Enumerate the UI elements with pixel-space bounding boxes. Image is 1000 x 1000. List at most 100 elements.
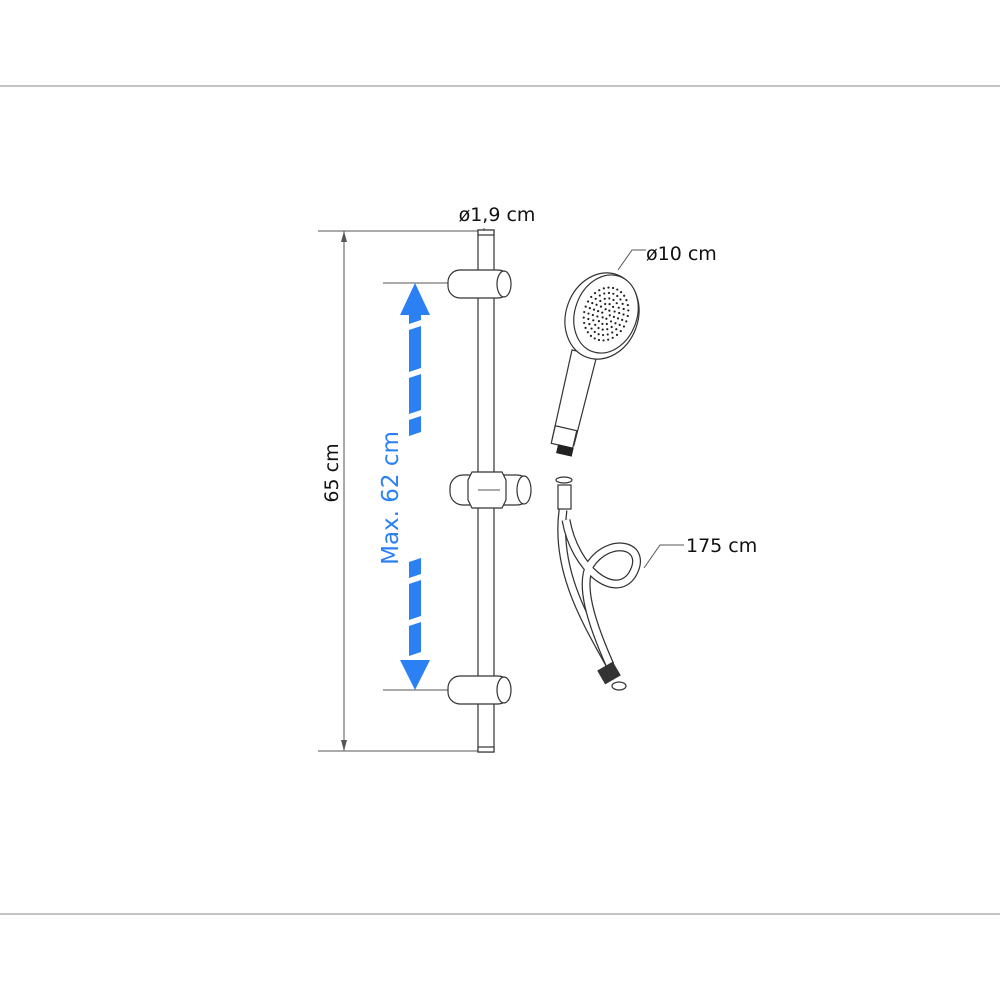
nozzle-dot	[607, 338, 610, 341]
nozzle-dot	[598, 289, 601, 292]
nozzle-dot	[605, 322, 608, 326]
nozzle-dot	[601, 328, 604, 331]
nozzle-dot	[621, 318, 624, 321]
nozzle-dot	[586, 300, 590, 303]
sliding-holder	[449, 471, 532, 509]
nozzle-dot	[610, 325, 613, 329]
nozzle-dot	[627, 309, 630, 312]
nozzle-dot	[611, 286, 615, 290]
nozzle-dot	[612, 298, 615, 302]
nozzle-dot	[607, 286, 610, 289]
nozzle-dot	[618, 323, 621, 327]
hose-length-label: 175 cm	[686, 535, 757, 557]
nozzle-dot	[615, 302, 618, 305]
hose-length-leader	[643, 544, 684, 569]
nozzle-dot	[626, 314, 629, 318]
nozzle-dot	[597, 326, 600, 330]
nozzle-dot	[587, 317, 590, 321]
nozzle-dot	[614, 322, 617, 325]
nozzle-dot	[612, 315, 615, 318]
nozzle-dot	[598, 294, 601, 297]
nozzle-dot	[603, 297, 606, 300]
nozzle-dot	[593, 292, 597, 295]
nozzle-dot	[592, 319, 595, 322]
nozzle-dot	[596, 315, 599, 318]
nozzle-dot	[593, 330, 596, 334]
nozzle-dot	[597, 320, 601, 323]
nozzle-dot	[588, 307, 591, 310]
nozzle-dot	[625, 320, 628, 323]
nozzle-dot	[599, 299, 602, 303]
nozzle-dot	[615, 333, 619, 336]
nozzle-grid	[582, 286, 630, 342]
height-label: 65 cm	[321, 443, 343, 502]
nozzle-dot	[601, 333, 605, 337]
nozzle-dot	[619, 329, 622, 333]
adjust-range-label: Max. 62 cm	[378, 431, 404, 565]
nozzle-dot	[622, 325, 626, 328]
nozzle-dot	[605, 317, 608, 320]
nozzle-dot	[604, 308, 607, 311]
adjust-range-arrow	[400, 283, 430, 690]
height-dimension	[318, 230, 484, 752]
nozzle-dot	[601, 316, 604, 319]
hand-shower	[550, 272, 640, 457]
nozzle-dot	[590, 327, 593, 330]
nozzle-dot	[622, 313, 625, 316]
bottom-wall-bracket	[447, 675, 512, 705]
nozzle-dot	[611, 305, 615, 308]
nozzle-dot	[602, 287, 605, 290]
nozzle-dot	[594, 297, 597, 300]
nozzle-dot	[602, 339, 605, 342]
nozzle-dot	[584, 305, 587, 308]
head-diameter-label: ø10 cm	[646, 243, 717, 265]
nozzle-dot	[621, 302, 624, 305]
nozzle-dot	[608, 303, 611, 306]
nozzle-dot	[599, 305, 603, 308]
nozzle-dot	[625, 298, 628, 302]
nozzle-dot	[616, 317, 620, 320]
nozzle-dot	[582, 316, 585, 319]
nozzle-dot	[584, 326, 587, 330]
top-wall-bracket	[447, 269, 512, 299]
nozzle-dot	[612, 292, 615, 295]
nozzle-dot	[591, 313, 594, 317]
nozzle-dot	[611, 331, 614, 334]
nozzle-dot	[616, 294, 619, 298]
nozzle-dot	[589, 334, 593, 337]
shower-hose	[555, 476, 641, 691]
nozzle-dot	[606, 328, 609, 331]
nozzle-dot	[619, 291, 623, 294]
nozzle-dot	[617, 306, 620, 309]
nozzle-dot	[616, 288, 619, 291]
nozzle-dot	[593, 337, 596, 340]
nozzle-dot	[608, 297, 611, 300]
nozzle-dot	[601, 311, 604, 314]
nozzle-dot	[587, 312, 590, 315]
nozzle-dot	[603, 292, 606, 295]
nozzle-dot	[597, 310, 600, 313]
nozzle-dot	[601, 322, 604, 325]
nozzle-dot	[583, 321, 586, 325]
nozzle-dot	[595, 303, 598, 306]
nozzle-dot	[618, 311, 621, 315]
nozzle-dot	[613, 310, 616, 313]
nozzle-dot	[622, 307, 625, 311]
nozzle-dot	[597, 333, 600, 336]
nozzle-dot	[588, 323, 591, 326]
head-diameter-leader	[617, 249, 646, 271]
nozzle-dot	[619, 298, 622, 301]
nozzle-dot	[586, 331, 589, 334]
nozzle-dot	[608, 309, 611, 312]
nozzle-dot	[594, 323, 597, 326]
nozzle-dot	[606, 333, 609, 336]
nozzle-dot	[604, 302, 607, 306]
rail-diameter-label: ø1,9 cm	[459, 204, 536, 226]
nozzle-dot	[623, 294, 626, 297]
nozzle-dot	[597, 338, 601, 342]
nozzle-dot	[611, 336, 614, 339]
nozzle-dot	[609, 320, 613, 323]
nozzle-dot	[591, 301, 594, 305]
nozzle-dot	[592, 308, 596, 311]
